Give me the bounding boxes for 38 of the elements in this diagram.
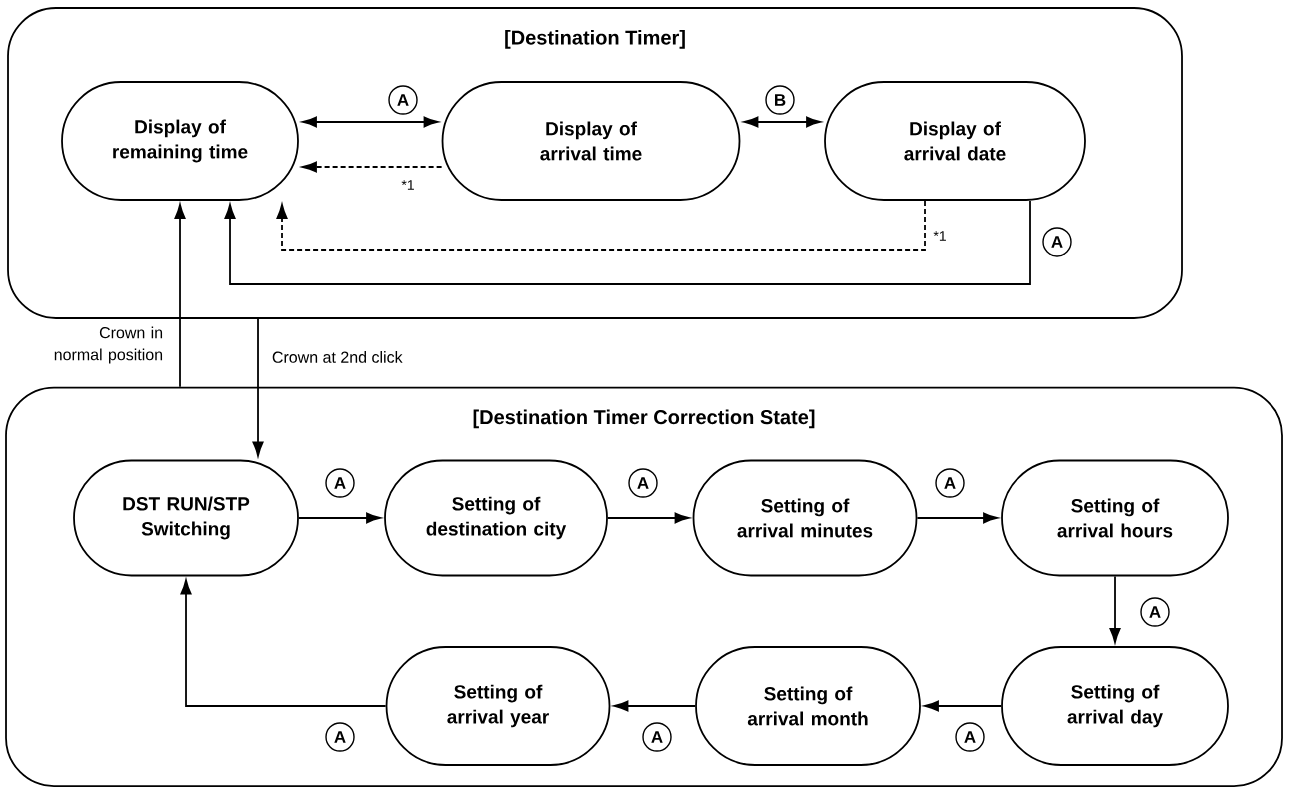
circled-letter: B [765,85,795,115]
state-box: DST RUN/STP Switching [73,459,299,577]
dashed-arrow [276,200,926,251]
state-box: Setting of destination city [384,459,608,577]
arrow [180,579,387,707]
arrow [613,700,696,712]
circled-letter: A [388,85,418,115]
circled-letter: A [325,722,355,752]
edge-label: Crown at 2nd click [270,350,404,364]
circled-letter: A [628,468,658,498]
circled-letter: A [1140,597,1170,627]
arrow [174,204,186,388]
edge-label: *1 [400,179,416,191]
circled-letter: A [642,722,672,752]
arrow [302,116,439,128]
state-box: Setting of arrival day [1001,646,1229,766]
state-box: Display of remaining time [61,81,299,201]
arrow [252,318,264,457]
circled-letter: A [955,722,985,752]
arrow [607,512,690,524]
state-box: Setting of arrival month [695,646,921,766]
circled-letter: A [1042,227,1072,257]
circled-letter: A [935,468,965,498]
arrow [924,700,1002,712]
arrow [916,512,998,524]
state-box: Setting of arrival minutes [692,459,918,577]
edge-label: Crown in normal position [44,325,165,365]
edge-label: *1 [932,230,948,242]
state-box: Setting of arrival year [385,646,611,766]
arrow [1109,575,1121,643]
dashed-arrow [302,161,443,173]
arrow [743,116,821,128]
state-box: Display of arrival time [441,81,741,201]
state-box: Setting of arrival hours [1001,459,1229,577]
state-box: Display of arrival date [824,81,1086,201]
arrow [224,200,1031,285]
arrow [298,512,381,524]
circled-letter: A [325,468,355,498]
